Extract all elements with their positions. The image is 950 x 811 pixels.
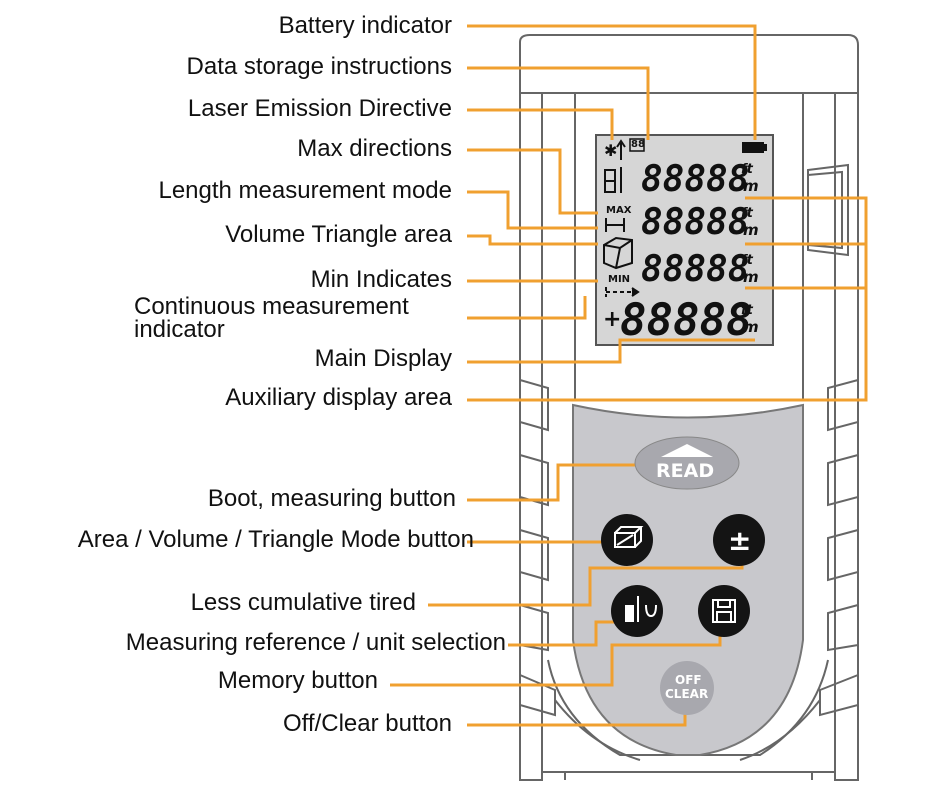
read-button-label: READ (656, 460, 715, 482)
plus-minus-label: ± (728, 524, 752, 557)
lcd-unit-m-main: m (743, 318, 759, 336)
leader-lines (390, 24, 868, 727)
lcd-unit-m-1: m (743, 177, 759, 195)
lcd-unit-m-3: m (743, 268, 759, 286)
label-less-cumulative: Less cumulative tired (190, 589, 416, 616)
laser-star-icon: ✱ (604, 141, 617, 160)
save-disk-icon (712, 599, 736, 623)
off-label: OFF (675, 673, 702, 687)
lcd-unit-ft-3: ft (741, 253, 753, 268)
off-clear-button[interactable] (660, 661, 714, 715)
battery-icon (742, 142, 764, 153)
lcd-max-label: MAX (606, 205, 632, 216)
lcd-unit-ft-2: ft (741, 206, 753, 221)
label-volume-triangle: Volume Triangle area (225, 221, 452, 248)
lcd-unit-m-2: m (743, 221, 759, 239)
label-data-storage: Data storage instructions (186, 53, 452, 80)
lcd-main-row: 88888 (620, 295, 753, 346)
label-area-mode-button: Area / Volume / Triangle Mode button (77, 526, 474, 553)
label-main-display: Main Display (314, 345, 452, 372)
lcd-row-1: 88888 (641, 159, 750, 200)
label-off-clear-button: Off/Clear button (283, 710, 452, 737)
label-memory-button: Memory button (217, 667, 378, 694)
label-continuous-line2: indicator (134, 316, 225, 343)
lcd-icons: ✱ (603, 138, 767, 297)
label-reference-unit: Measuring reference / unit selection (125, 629, 506, 656)
label-length-mode: Length measurement mode (158, 177, 452, 204)
unit-select-icon (625, 596, 657, 622)
read-arrow-icon (661, 444, 713, 457)
lcd-min-label: MIN (608, 274, 631, 285)
lcd-storage-digits: 88 (631, 139, 645, 150)
volume-area-icon (603, 236, 633, 270)
lcd-unit-ft-main: ft (741, 303, 753, 318)
keypad-panel (572, 403, 804, 756)
label-laser-emission: Laser Emission Directive (187, 95, 452, 122)
clear-label: CLEAR (665, 687, 709, 701)
buttons (601, 436, 765, 715)
lcd-plus-sign: + (603, 307, 622, 332)
label-boot-button: Boot, measuring button (207, 485, 456, 512)
label-min-indicates: Min Indicates (310, 266, 452, 293)
label-auxiliary-display: Auxiliary display area (225, 384, 452, 411)
label-max-directions: Max directions (297, 135, 452, 162)
read-button[interactable] (634, 436, 740, 490)
label-battery-indicator: Battery indicator (278, 12, 452, 39)
lcd-unit-ft-1: ft (741, 162, 753, 177)
lcd-screen (595, 134, 774, 346)
plus-minus-button[interactable] (713, 514, 765, 566)
lcd-row-3: 88888 (641, 249, 750, 290)
area-mode-icon (614, 526, 644, 548)
continuous-arrow-icon (605, 287, 636, 297)
lcd-row-2: 88888 (641, 202, 750, 243)
label-continuous-line1: Continuous measurement (134, 293, 409, 320)
area-mode-button[interactable] (601, 514, 653, 566)
